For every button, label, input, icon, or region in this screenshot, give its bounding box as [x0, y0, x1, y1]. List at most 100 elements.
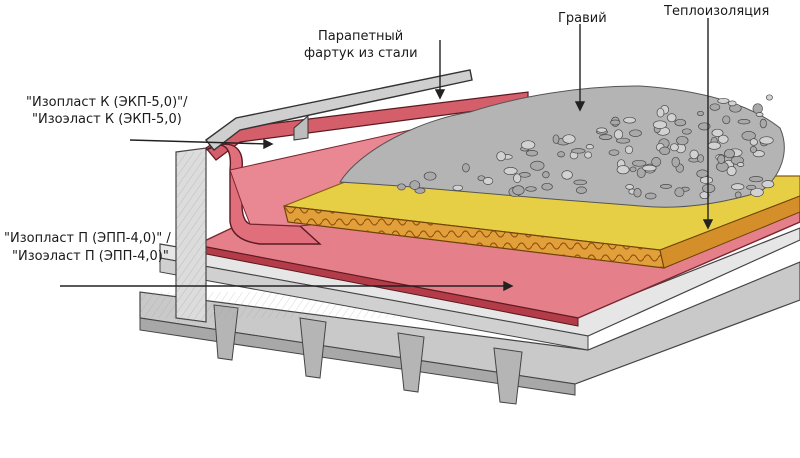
- gravel-pebble: [512, 185, 525, 196]
- gravel-pebble: [629, 129, 642, 137]
- gravel-pebble: [462, 163, 470, 173]
- gravel-pebble: [513, 173, 522, 183]
- gravel-pebble: [698, 122, 711, 131]
- gravel-pebble: [608, 149, 620, 156]
- gravel-pebble: [741, 131, 756, 141]
- label-bottom-layer-line2: "Изоэласт П (ЭПП-4,0)": [12, 249, 169, 264]
- gravel-pebble: [482, 177, 494, 185]
- gravel-pebble: [670, 143, 679, 152]
- gravel-pebble: [552, 134, 560, 144]
- gravel-pebble: [652, 120, 668, 129]
- gravel-pebble: [761, 180, 775, 189]
- gravel-pebble: [573, 179, 587, 186]
- gravel-pebble: [750, 187, 764, 197]
- gravel-pebble: [452, 184, 464, 191]
- steel-apron: [204, 69, 473, 151]
- gravel-pebble: [625, 184, 634, 190]
- insulation-side: [659, 195, 800, 269]
- label-bottom-layer-line1: "Изопласт П (ЭПП-4,0)" /: [4, 231, 171, 246]
- gravel-pebble: [571, 148, 586, 154]
- gravel-pebble: [541, 182, 553, 191]
- gravel-pebble: [610, 119, 621, 126]
- label-top-layer-line2: "Изоэласт К (ЭКП-5,0): [32, 112, 182, 127]
- label-parapet-line2: фартук из стали: [304, 46, 418, 61]
- gravel-pebble: [656, 107, 665, 118]
- gravel-pebble: [414, 187, 426, 194]
- gravel-pebble: [599, 134, 613, 140]
- gravel-pebble: [674, 187, 685, 198]
- gravel-pebble: [676, 135, 689, 146]
- base-slab: [159, 227, 800, 351]
- apron-top: [204, 69, 473, 151]
- apron-drip: [293, 114, 309, 141]
- gravel-pebble: [765, 94, 773, 101]
- gravel-pebble: [530, 160, 545, 171]
- gravel-pebble: [707, 141, 721, 150]
- leader-lines: [60, 18, 714, 292]
- gravel-pebble: [689, 149, 699, 160]
- labels: Парапетный фартук из стали Гравий Теплои…: [4, 4, 769, 264]
- gravel-pebble: [755, 112, 764, 117]
- deck-rib-3: [397, 332, 425, 393]
- gravel-pebble: [636, 167, 646, 178]
- gravel-pebble: [671, 156, 680, 168]
- gravel-pebble: [674, 118, 687, 127]
- gravel-pebble: [746, 184, 757, 190]
- gravel-pebble: [717, 97, 730, 104]
- gravel-pebble: [642, 164, 657, 172]
- gravel-pebble: [557, 151, 565, 158]
- deck-rib-2: [299, 317, 327, 379]
- gravel-pebble: [749, 176, 764, 183]
- gravel-pebble: [759, 136, 774, 145]
- gravel-pebble: [585, 144, 594, 150]
- gravel-pebble: [759, 118, 767, 129]
- gravel-pebble: [734, 191, 742, 199]
- gravel-pebble: [596, 127, 608, 133]
- gravel-pebble: [726, 166, 737, 176]
- gravel-pebble: [651, 157, 662, 167]
- gravel-pebble: [722, 115, 731, 125]
- gravel-pebble: [616, 165, 630, 175]
- gravel-pebble: [542, 171, 550, 179]
- deck-rib-4: [493, 347, 523, 405]
- gravel-pebble: [709, 103, 721, 111]
- gravel-pebble: [525, 186, 537, 192]
- label-insulation: Теплоизоляция: [663, 4, 769, 19]
- gravel-pebble: [736, 162, 745, 167]
- gravel-pebble: [629, 166, 637, 173]
- gravel-pebble: [623, 116, 636, 124]
- gravel-pebble: [397, 183, 406, 191]
- gravel-pebble: [496, 151, 506, 162]
- gravel-pebble: [666, 113, 677, 123]
- gravel-pebble: [752, 103, 763, 114]
- deck-front-face: [139, 317, 576, 396]
- gravel-pebble: [697, 154, 705, 163]
- gravel-pebble: [616, 137, 631, 144]
- slab-front: [159, 257, 589, 351]
- gravel-pebble: [731, 183, 745, 191]
- gravel-pebble: [681, 128, 692, 135]
- gravel-pebble: [520, 140, 536, 150]
- gravel-pebble: [613, 129, 624, 140]
- gravel-pebble: [697, 110, 704, 117]
- gravel-pebble: [633, 188, 642, 198]
- gravel-pebble: [409, 180, 421, 190]
- gravel-pebble: [423, 171, 437, 181]
- label-top-layer-line1: "Изопласт К (ЭКП-5,0)"/: [26, 95, 188, 110]
- gravel-pebble: [659, 146, 671, 155]
- gravel-pebble: [749, 138, 758, 146]
- gravel-pebble: [717, 154, 726, 164]
- gravel-layer: [339, 85, 785, 208]
- gravel-pebble: [660, 184, 672, 189]
- label-gravel: Гравий: [558, 11, 607, 26]
- gravel-pebble: [525, 150, 538, 157]
- gravel-pebble: [724, 148, 735, 159]
- gravel-pebble: [644, 192, 657, 200]
- gravel-pebble: [584, 151, 592, 159]
- gravel-pebble: [711, 128, 724, 137]
- gravel-pebble: [737, 119, 751, 125]
- gravel-pebble: [561, 170, 573, 180]
- gravel-pebble: [749, 145, 757, 154]
